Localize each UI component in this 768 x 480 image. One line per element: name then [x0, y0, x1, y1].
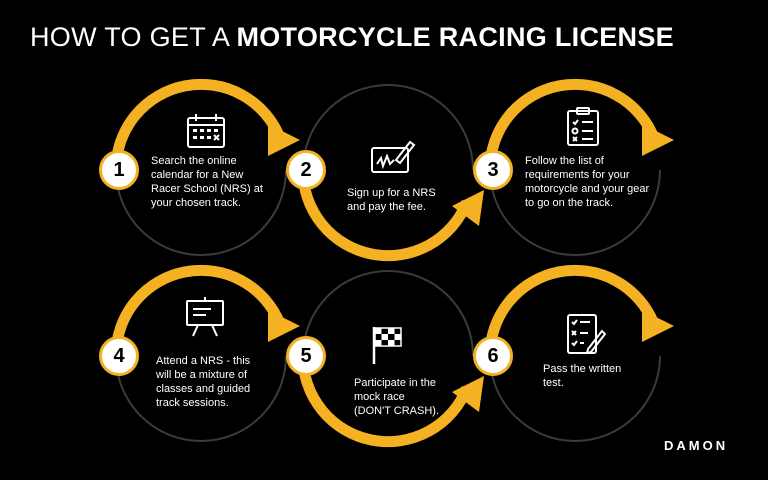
ring-1-bottom — [115, 169, 287, 256]
step-2-number: 2 — [286, 150, 326, 190]
written-test-icon — [567, 314, 606, 355]
step-1-text: Search the online calendar for a New Rac… — [151, 155, 263, 209]
step-6-number: 6 — [473, 336, 513, 376]
title-prefix: HOW TO GET A — [30, 22, 237, 52]
step-4-text: Attend a NRS - this will be a mixture of… — [156, 355, 251, 409]
step-3-number: 3 — [473, 150, 513, 190]
page-title: HOW TO GET A MOTORCYCLE RACING LICENSE — [30, 22, 674, 53]
arc-3-top — [484, 78, 660, 171]
payment-pen-icon — [371, 140, 416, 173]
calendar-icon — [187, 114, 225, 148]
checkered-flag-icon — [372, 327, 402, 364]
step-4-number: 4 — [99, 336, 139, 376]
arrowhead-4 — [268, 310, 300, 342]
arrowhead-1 — [268, 124, 300, 156]
ring-3-bottom — [489, 169, 661, 256]
ring-5-top — [302, 270, 474, 357]
arrowhead-2 — [452, 190, 484, 226]
arc-2-bottom — [297, 169, 473, 262]
arc-5-bottom — [297, 355, 473, 448]
step-6-text: Pass the written test. — [543, 363, 622, 389]
ring-6-bottom — [489, 355, 661, 442]
presentation-board-icon — [186, 297, 224, 337]
step-5-text: Participate in the mock race (DON'T CRAS… — [354, 377, 440, 417]
step-5-number: 5 — [286, 336, 326, 376]
step-2-text: Sign up for a NRS and pay the fee. — [347, 187, 436, 213]
arrowhead-3 — [642, 124, 674, 156]
checklist-icon — [567, 107, 599, 146]
arrowhead-5 — [452, 376, 484, 412]
title-emphasis: MOTORCYCLE RACING LICENSE — [236, 22, 674, 52]
step-1-number: 1 — [99, 150, 139, 190]
ring-4-bottom — [115, 355, 287, 442]
ring-2-top — [302, 84, 474, 171]
arc-6-top — [484, 264, 660, 357]
step-3-text: Follow the list of requirements for your… — [525, 155, 650, 209]
arrowhead-6 — [642, 310, 674, 342]
arc-1-top — [110, 78, 286, 171]
arc-4-top — [110, 264, 286, 357]
brand-logo: DAMON — [664, 438, 729, 453]
